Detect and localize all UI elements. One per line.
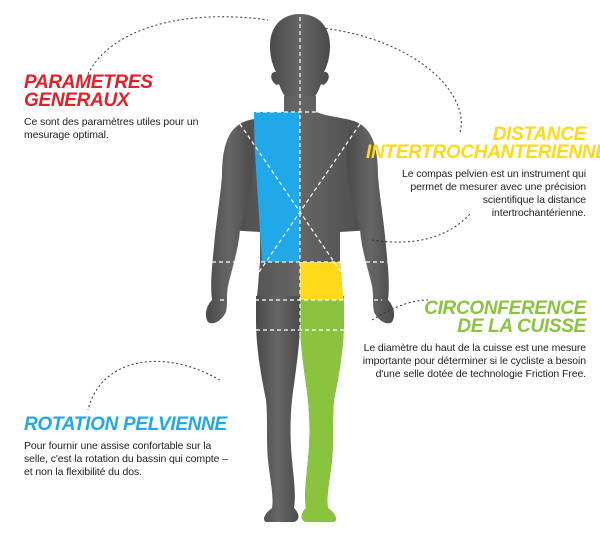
title-line-1: ROTATION PELVIENNE xyxy=(24,414,227,435)
title-line-2: GENERAUX xyxy=(24,90,130,111)
callout-circonference-cuisse: CIRCONFERENCE DE LA CUISSE Le diamètre d… xyxy=(362,298,587,381)
callout-title: CIRCONFERENCE DE LA CUISSE xyxy=(362,298,586,337)
callout-lines xyxy=(87,16,471,411)
green-zone xyxy=(300,300,344,522)
blue-zone xyxy=(254,112,300,262)
callout-title: ROTATION PELVIENNE xyxy=(24,414,244,435)
callout-body: Pour fournir une assise confortable sur … xyxy=(24,440,228,478)
guide-lines xyxy=(212,10,388,526)
left-arm xyxy=(205,124,254,324)
title-line-2: INTERTROCHANTERIENNE xyxy=(366,142,600,163)
callout-body: Le diamètre du haut de la cuisse est une… xyxy=(362,342,586,380)
callout-rotation-pelvienne: ROTATION PELVIENNE Pour fournir une assi… xyxy=(24,414,244,479)
title-line-1: PARAMETRES xyxy=(24,72,153,93)
title-line-2: DE LA CUISSE xyxy=(457,316,586,337)
callout-body: Ce sont des paramètres utiles pour un me… xyxy=(24,116,199,141)
callout-body: Le compas pelvien est un instrument qui … xyxy=(401,168,586,219)
callout-parametres-generaux: PARAMETRES GENERAUX Ce sont des paramètr… xyxy=(24,72,224,142)
title-line-1: DISTANCE xyxy=(492,124,587,145)
callout-title: PARAMETRES GENERAUX xyxy=(24,72,224,111)
callout-distance-intertrochanterienne: DISTANCE INTERTROCHANTERIENNE Le compas … xyxy=(366,124,600,220)
right-arm xyxy=(346,124,395,324)
callout-title: DISTANCE INTERTROCHANTERIENNE xyxy=(366,124,600,163)
yellow-zone xyxy=(300,262,344,300)
title-line-1: CIRCONFERENCE xyxy=(424,298,586,319)
left-leg xyxy=(256,296,300,522)
